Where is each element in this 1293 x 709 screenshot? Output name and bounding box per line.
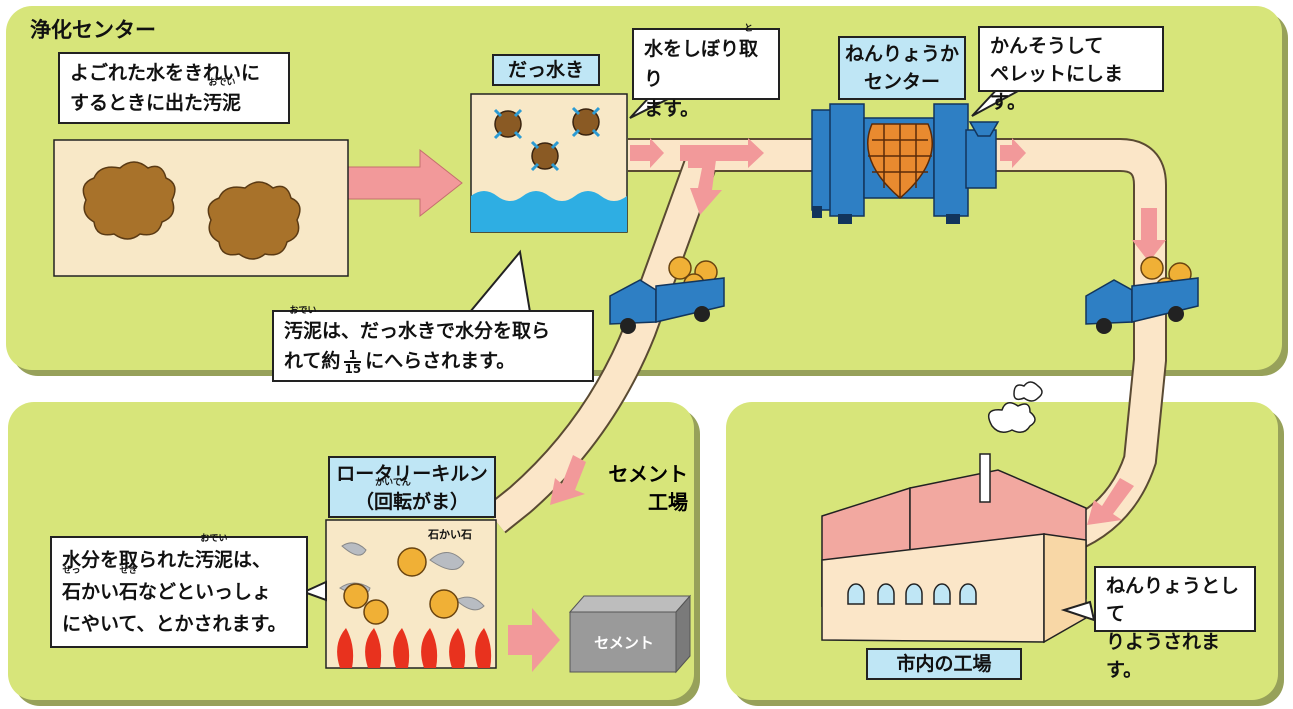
city-factory-label: 市内の工場 — [866, 648, 1022, 680]
factory-building — [821, 381, 1087, 644]
sludge-blob-1 — [82, 161, 176, 240]
spinning-sludge-1 — [493, 108, 523, 140]
limestone-label: 石かい石 — [428, 528, 472, 541]
fuel-center-label: ねんりょうか センター — [838, 36, 966, 100]
spinning-sludge-3 — [530, 140, 560, 172]
sludge-face-1 — [397, 547, 427, 577]
sludge-face-2 — [343, 583, 369, 609]
cement-block-label: セメント — [594, 634, 654, 652]
arrow-down-right — [1132, 208, 1166, 262]
cement-factory-title: セメント 工場 — [608, 462, 688, 514]
flames — [337, 628, 492, 668]
dewatering-label: だっ水き — [492, 54, 600, 86]
fuel-use-description: ねんりょうとして りようされます。 — [1094, 566, 1256, 681]
truck-1 — [609, 256, 725, 334]
pipe-main — [628, 138, 1167, 557]
sludge-description: よごれた水をきれいに するときに出たおでい汚泥 — [58, 52, 290, 124]
arrow-kiln-to-cement — [508, 608, 560, 672]
fuel-center-machine — [811, 103, 1000, 224]
arrow-dewater-out — [630, 138, 664, 168]
arrow-branch-down — [688, 160, 722, 215]
water — [471, 191, 627, 232]
squeeze-description: 水をしぼりと取り ます。 — [632, 24, 780, 120]
arrow-to-cement-kiln — [550, 455, 586, 505]
arrow-to-factory — [1087, 478, 1134, 525]
drying-description: かんそうして ペレットにします。 — [978, 26, 1164, 113]
arrow-fuel-out — [1000, 138, 1026, 168]
sludge-blob-2 — [207, 181, 301, 260]
sludge-face-3 — [363, 599, 389, 625]
arrow-sludge-to-dewater — [344, 148, 463, 218]
truck-2 — [1085, 256, 1199, 334]
rotary-kiln-label: ロータリーキルン （かいてん回転がま） — [328, 456, 496, 518]
kiln-description: 水分を取られたおでい汚泥は、 せっ石かいせき石などといっしょ にやいて、とかされ… — [50, 534, 308, 648]
spinning-sludge-2 — [571, 106, 601, 138]
purification-center-title: 浄化センター — [30, 18, 156, 42]
sludge-face-4 — [429, 589, 459, 619]
cement-block — [568, 594, 692, 674]
